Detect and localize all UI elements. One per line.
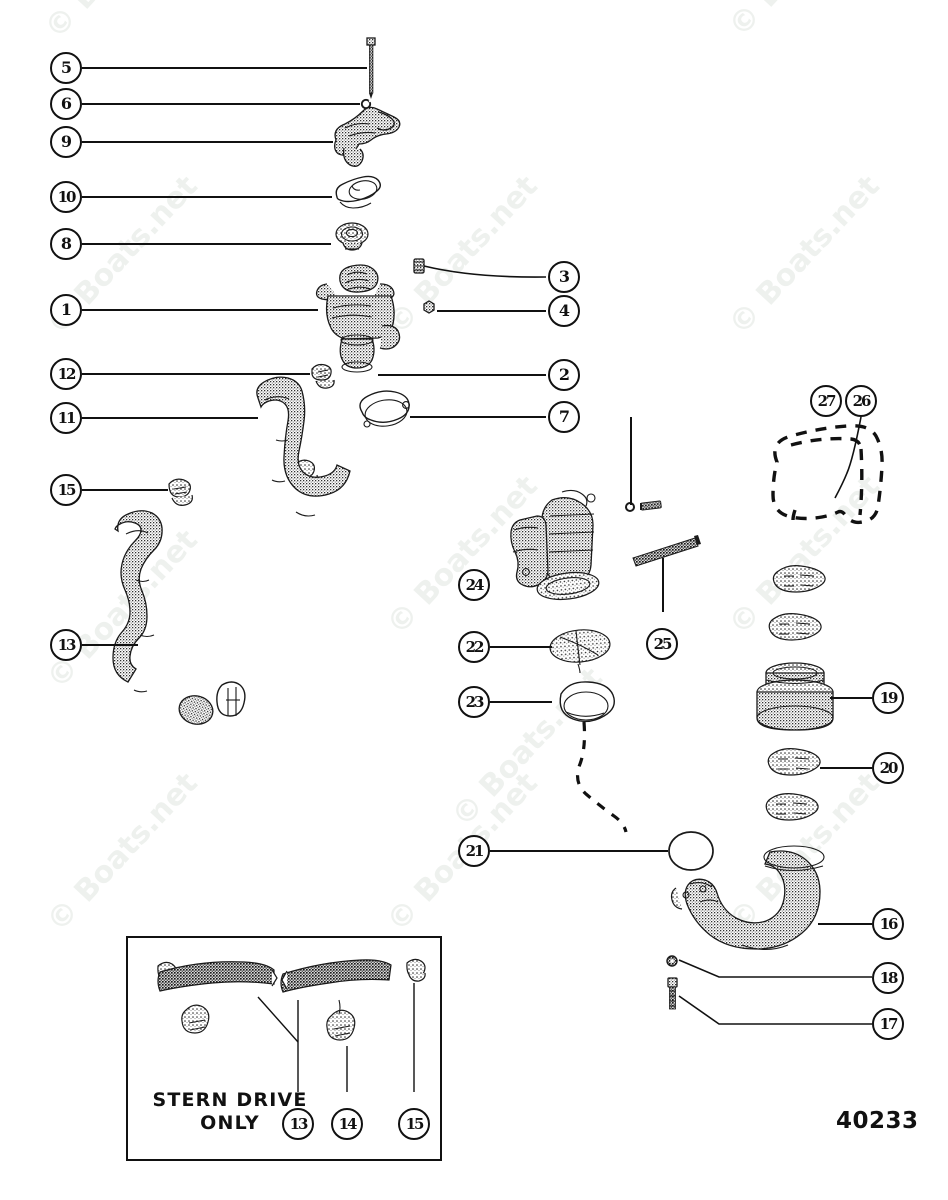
callout-hose-clamp[interactable]: 15	[50, 474, 82, 506]
callout-thermostat[interactable]: 8	[50, 228, 82, 260]
part-cover-gasket-7	[359, 390, 410, 428]
part-hose-clamp-12	[311, 363, 335, 389]
part-hose-clamp-right-4	[765, 793, 819, 821]
leader-21	[490, 850, 668, 852]
part-exhaust-elbow-gasket-22	[549, 629, 611, 674]
leader-23	[490, 701, 552, 703]
part-stern-drive-hose-left-13	[157, 961, 278, 992]
leader-7	[410, 416, 546, 418]
callout-long-stud[interactable]: 25	[646, 628, 678, 660]
callout-lock-washer[interactable]: 18	[872, 962, 904, 994]
callout-o-ring[interactable]: 21	[458, 835, 490, 867]
dashed-connector-23-21	[575, 721, 628, 833]
callout-stud[interactable]: 3	[548, 261, 580, 293]
leader-1	[82, 309, 318, 311]
callout-housing-gasket[interactable]: 10	[50, 181, 82, 213]
leader-20	[820, 767, 872, 769]
part-upper-water-hose-11	[256, 376, 351, 517]
callout-cover-gasket[interactable]: 7	[548, 401, 580, 433]
stern-drive-label-line1: STERN DRIVE	[152, 1089, 308, 1111]
callout-exhaust-elbow-tube[interactable]: 16	[872, 908, 904, 940]
part-o-ring-21	[668, 831, 714, 871]
callout-stern-drive-clamp[interactable]: 14	[331, 1108, 363, 1140]
callout-exhaust-elbow[interactable]: 24	[458, 569, 490, 601]
part-nut-4	[423, 300, 435, 314]
leader-11	[82, 417, 258, 419]
leader-6	[82, 103, 360, 105]
callout-washer[interactable]: 6	[50, 88, 82, 120]
leader-10	[82, 196, 332, 198]
part-hex-bolt-17	[667, 977, 678, 1010]
part-hose-clamp-15	[168, 478, 193, 506]
part-hose-clamp-13-end	[216, 681, 246, 717]
callout-short-screw[interactable]: 26	[845, 385, 877, 417]
callout-stern-drive-hose-clamp[interactable]: 15	[398, 1108, 430, 1140]
leader-4	[437, 310, 546, 312]
leader-2	[378, 374, 546, 376]
part-long-bolt-5	[366, 37, 376, 99]
exhaust-shroud-dashed-notch	[791, 509, 797, 521]
exhaust-shroud-dashed-top-edge	[790, 436, 863, 450]
callout-nut[interactable]: 4	[548, 295, 580, 327]
part-exhaust-elbow-tube-16	[670, 845, 825, 951]
part-stern-drive-clamp-right-15	[406, 958, 426, 982]
part-thermostat-housing-assembly-1	[315, 264, 401, 373]
part-housing-gasket-10	[335, 175, 381, 209]
leader-16	[818, 923, 872, 925]
part-short-screw-26	[640, 500, 662, 511]
callout-hose-clamp-upper[interactable]: 12	[50, 358, 82, 390]
part-exhaust-bellows-fitting-19	[756, 662, 834, 731]
leader-12	[82, 373, 310, 375]
callout-exhaust-bellows-fitting[interactable]: 19	[872, 682, 904, 714]
part-hose-clamp-right-2	[768, 613, 822, 641]
callout-hex-bolt[interactable]: 17	[872, 1008, 904, 1040]
callout-hose-clamp-large[interactable]: 20	[872, 752, 904, 784]
callout-water-distribution-housing[interactable]: 9	[50, 126, 82, 158]
leader-25	[662, 558, 664, 612]
callout-thermostat-housing-cover[interactable]: 2	[548, 359, 580, 391]
callout-lower-water-hose[interactable]: 13	[50, 629, 82, 661]
leader-19	[830, 697, 872, 699]
part-water-distribution-housing-9	[334, 106, 401, 167]
part-lock-washer-18	[666, 955, 678, 967]
part-hose-clamp-right-1	[772, 565, 826, 593]
part-long-stud-25	[632, 535, 701, 567]
part-hose-clamp-large-20	[767, 748, 821, 776]
leader-22	[490, 646, 552, 648]
leader-8	[82, 243, 331, 245]
part-stern-drive-clamp-cluster-left	[181, 1004, 210, 1034]
stern-drive-only-label: STERN DRIVE ONLY	[140, 1089, 320, 1135]
leader-27	[630, 417, 632, 505]
part-exhaust-elbow-24	[510, 489, 600, 601]
part-thermostat-8	[335, 222, 369, 251]
diagram-number: 40233	[836, 1108, 919, 1134]
exhaust-shroud-dashed-right-edge	[858, 448, 864, 516]
part-lower-water-hose-13	[112, 510, 214, 725]
callout-stern-drive-hose[interactable]: 13	[282, 1108, 314, 1140]
leader-5	[82, 67, 367, 69]
part-stern-drive-hose-right-13	[280, 959, 392, 993]
part-exhaust-seal-ring-23	[559, 681, 616, 723]
leader-9	[82, 141, 333, 143]
part-stern-drive-clamp-14	[326, 999, 356, 1041]
stern-drive-label-line2: ONLY	[200, 1112, 260, 1135]
callout-washer-small[interactable]: 27	[810, 385, 842, 417]
callout-long-bolt[interactable]: 5	[50, 52, 82, 84]
callout-thermostat-housing-assembly[interactable]: 1	[50, 294, 82, 326]
callout-exhaust-elbow-gasket[interactable]: 22	[458, 631, 490, 663]
callout-upper-water-hose[interactable]: 11	[50, 402, 82, 434]
leader-15	[82, 489, 168, 491]
callout-exhaust-seal-ring[interactable]: 23	[458, 686, 490, 718]
leader-13	[82, 644, 138, 646]
